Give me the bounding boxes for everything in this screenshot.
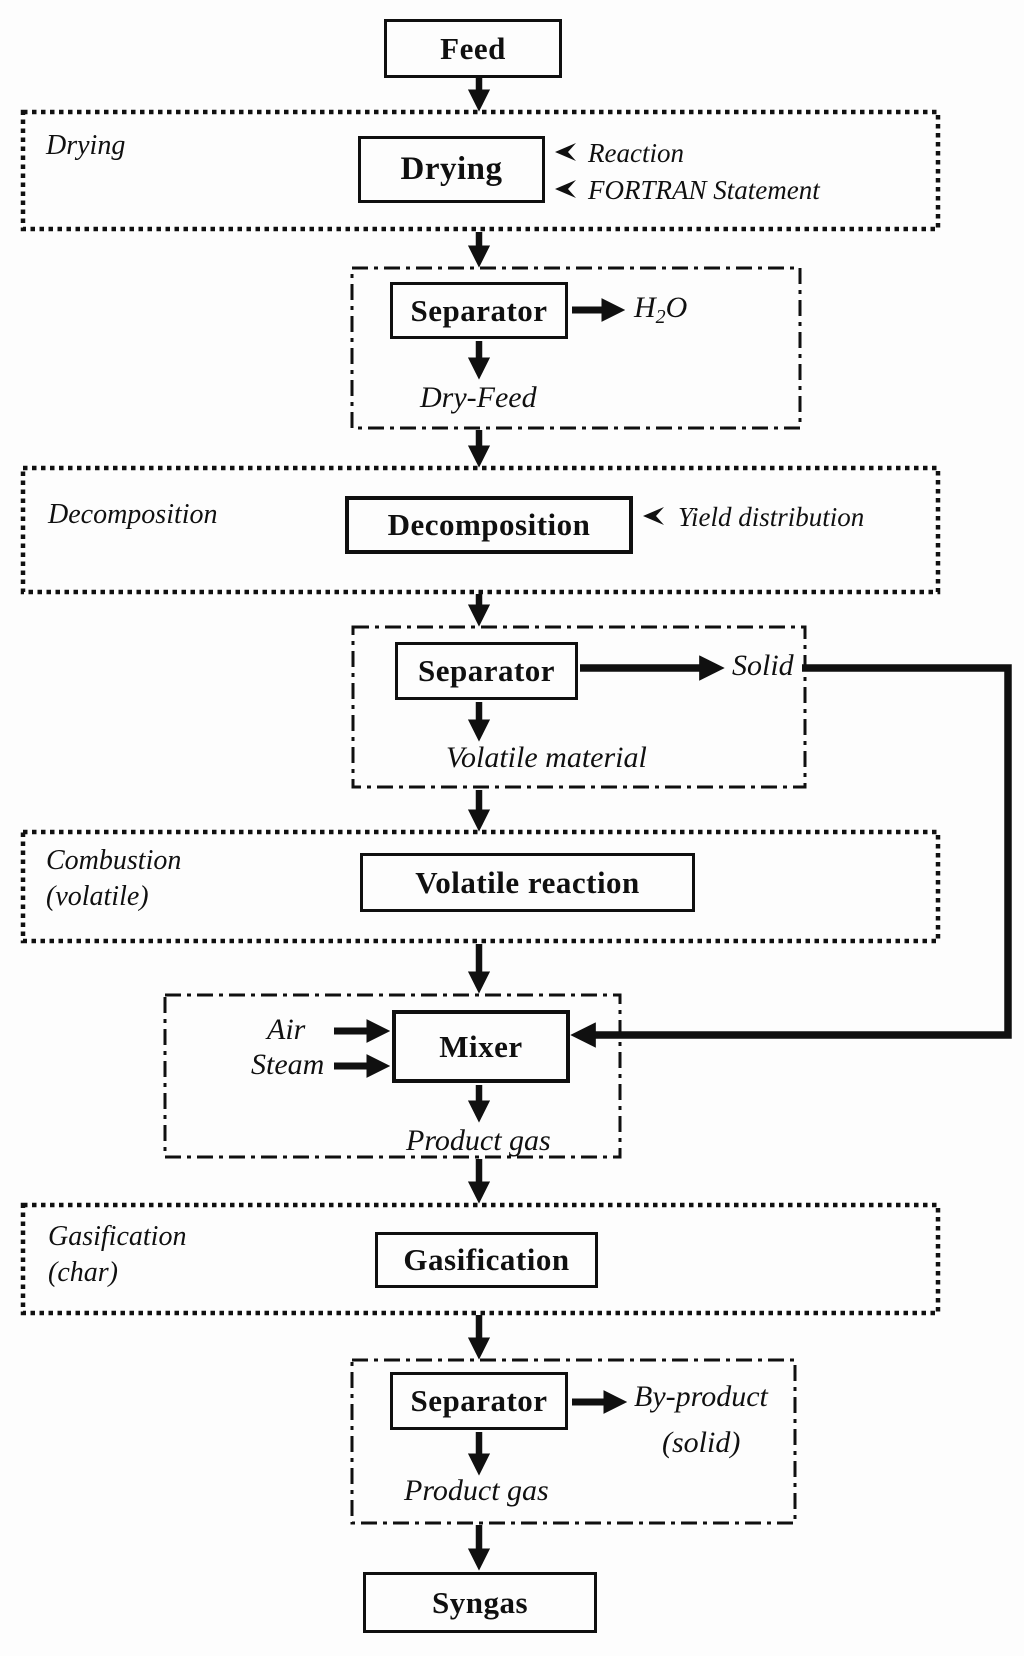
feed-label: Feed: [440, 30, 506, 66]
h2o-stream-label: H2O: [634, 291, 687, 328]
steam-inlet-label: Steam: [251, 1048, 325, 1081]
drying-separator-block: Separator: [390, 282, 568, 339]
separator3-product-gas-label: Product gas: [404, 1474, 549, 1507]
decomposition-separator-label: Separator: [417, 653, 556, 688]
mixer-group-border: [163, 993, 622, 1159]
h2o-tail: O: [665, 291, 688, 324]
volatile-material-stream-label: Volatile material: [446, 741, 647, 774]
annotation-marker-icon: [555, 143, 576, 161]
mixer-block: Mixer: [392, 1010, 570, 1083]
decomposition-annotation-yield: Yield distribution: [678, 502, 865, 532]
mixer-product-gas-label: Product gas: [406, 1124, 551, 1157]
syngas-label: Syngas: [431, 1584, 529, 1620]
combustion-region-border: [20, 829, 941, 944]
h2o-base: H: [634, 291, 656, 324]
gasification-separator-label: Separator: [410, 1383, 548, 1418]
decomposition-separator-block: Separator: [395, 642, 578, 700]
air-inlet-label: Air: [267, 1013, 306, 1046]
decomposition-separator-group-border: [351, 625, 807, 789]
feed-block: Feed: [384, 19, 562, 78]
gasification-separator-group-border: [350, 1358, 797, 1525]
volatile-reaction-label: Volatile reaction: [415, 864, 640, 900]
gasification-block-label: Gasification: [403, 1242, 570, 1277]
gasification-separator-block: Separator: [390, 1372, 568, 1430]
drying-annotation-fortran: FORTRAN Statement: [588, 175, 820, 205]
mixer-label: Mixer: [439, 1028, 523, 1064]
drying-annotation-reaction: Reaction: [588, 138, 684, 168]
solid-stream-label: Solid: [732, 649, 794, 682]
gasification-region-sublabel: (char): [48, 1257, 118, 1288]
solid-recycle-line-to-mixer: [570, 664, 1012, 1048]
gasification-region-border: [20, 1202, 941, 1316]
drying-region-border: [20, 109, 941, 232]
byproduct-stream-sublabel: (solid): [662, 1426, 741, 1459]
drying-separator-label: Separator: [410, 292, 548, 328]
volatile-reaction-block: Volatile reaction: [360, 853, 695, 912]
gasification-region-label: Gasification: [48, 1221, 187, 1252]
annotation-marker-icon: [643, 507, 664, 525]
decomposition-block-label: Decomposition: [387, 507, 591, 542]
combustion-region-sublabel: (volatile): [46, 881, 149, 912]
decomposition-region-label: Decomposition: [48, 499, 218, 530]
syngas-block: Syngas: [363, 1572, 597, 1633]
drying-block: Drying: [358, 136, 545, 203]
annotation-marker-icon: [555, 180, 576, 198]
gasification-block: Gasification: [375, 1232, 598, 1288]
drying-block-label: Drying: [400, 151, 503, 187]
decomposition-region-border: [20, 465, 941, 595]
drying-separator-group-border: [350, 266, 802, 430]
byproduct-stream-label: By-product: [634, 1380, 768, 1413]
dry-feed-stream-label: Dry-Feed: [420, 381, 537, 414]
drying-region-label: Drying: [46, 130, 126, 161]
decomposition-block: Decomposition: [345, 496, 633, 554]
h2o-subscript: 2: [655, 306, 666, 328]
combustion-region-label: Combustion: [46, 845, 182, 876]
